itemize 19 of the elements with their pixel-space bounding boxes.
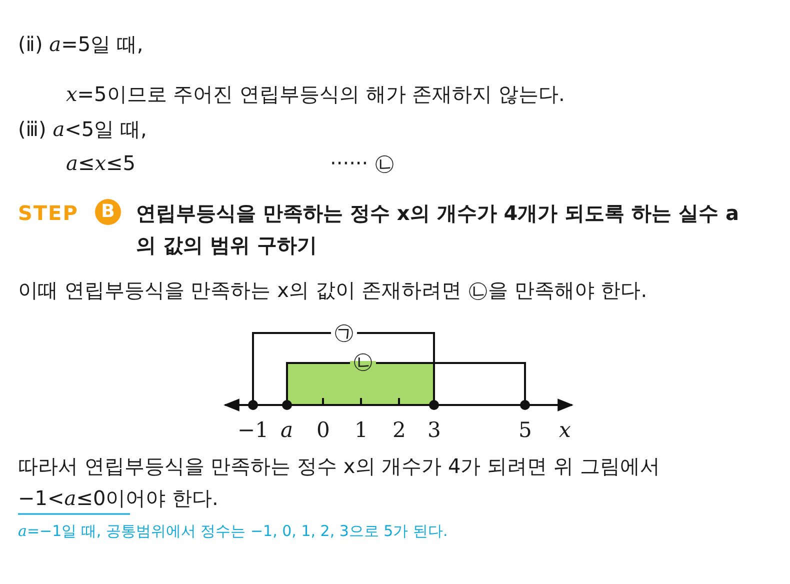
text-line: 이때 연립부등식을 만족하는 x의 값이 존재하려면 ㉡을 만족해야 한다. xyxy=(18,277,648,304)
text-line: x=5이므로 주어진 연립부등식의 해가 존재하지 않는다. xyxy=(66,81,565,108)
tick-label: 5 xyxy=(518,417,532,444)
tick-label: −1 xyxy=(238,417,268,444)
tick-label: 0 xyxy=(316,417,330,444)
tick-label: x xyxy=(559,417,571,444)
step-badge: B xyxy=(95,199,121,225)
tick-label: 3 xyxy=(428,417,441,444)
case-heading: (ⅲ) a<5일 때, xyxy=(18,116,147,143)
tick-label: 1 xyxy=(354,417,368,444)
case-heading: (ⅱ) a=5일 때, xyxy=(18,31,144,58)
tick-label: a xyxy=(280,417,294,444)
step-heading: 연립부등식을 만족하는 정수 x의 개수가 4개가 되도록 하는 실수 a의 값의 범위 구하기 xyxy=(136,200,740,259)
inequality: a≤x≤5 xyxy=(66,150,136,177)
conclusion-text: 따라서 연립부등식을 만족하는 정수 x의 개수가 4가 되려면 위 그림에서 −1<a≤0이어야 한다. xyxy=(18,453,661,512)
note-text: a=−1일 때, 공통범위에서 정수는 −1, 0, 1, 2, 3으로 5가 된다. xyxy=(18,521,448,542)
step-label: STEP xyxy=(18,200,78,227)
tick-label: 2 xyxy=(392,417,406,444)
reference-mark: ······ ㉡ xyxy=(330,150,395,177)
